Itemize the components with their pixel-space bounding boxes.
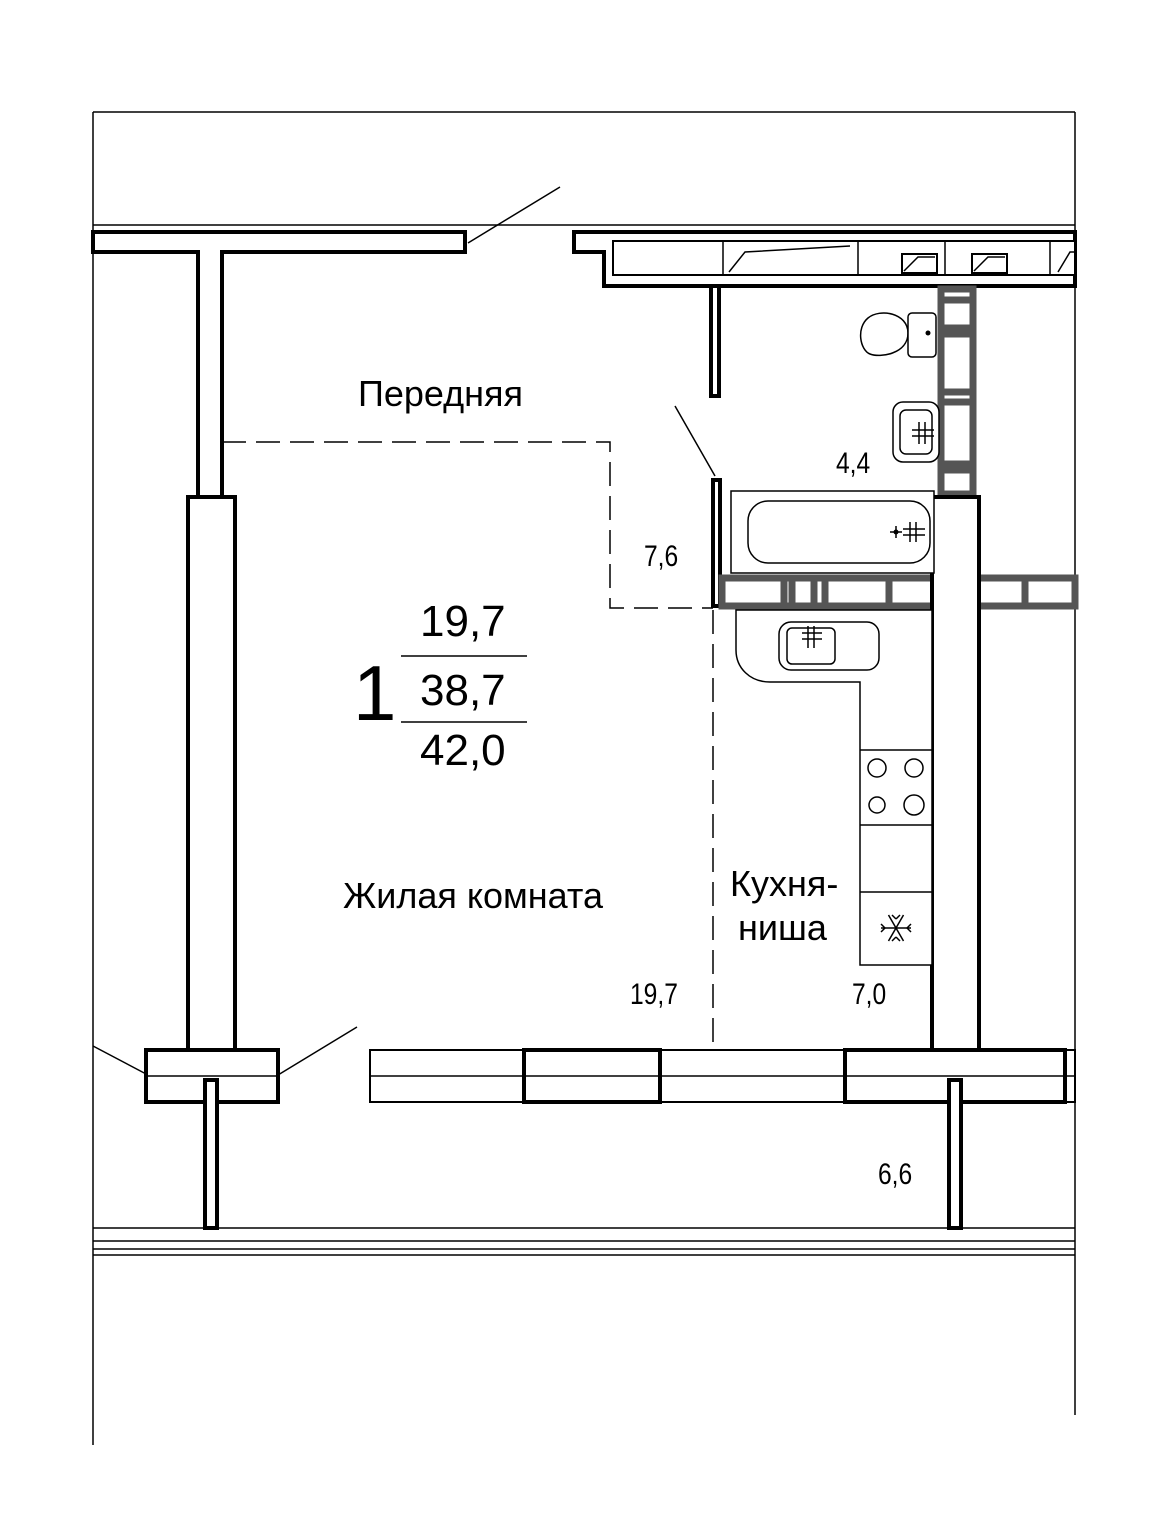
balcony-door-left: [92, 1045, 149, 1076]
kitchen-label-line1: Кухня-: [730, 863, 839, 904]
total-area-without-balcony: 38,7: [420, 666, 506, 715]
living-area-value: 19,7: [420, 597, 506, 646]
washbasin-icon: [892, 401, 940, 463]
bathroom-area: 4,4: [836, 447, 871, 480]
kitchen-label-line2: ниша: [738, 907, 827, 948]
bathroom-door: [674, 405, 716, 477]
block-partition-horizontal: [718, 574, 1079, 610]
kitchen-sink-icon: [778, 621, 880, 671]
balcony-post-right: [947, 1078, 963, 1230]
hallway-label: Передняя: [358, 373, 524, 414]
entrance-door: [467, 186, 561, 244]
balcony-post-left: [203, 1078, 219, 1230]
top-right-wall: [572, 230, 1077, 288]
balcony-area: 6,6: [878, 1158, 913, 1191]
building-outline: [92, 111, 1076, 1445]
bathroom-partition: [709, 284, 721, 398]
rooms-count: 1: [353, 649, 397, 737]
top-left-wall: [91, 186, 561, 499]
living-room-area: 19,7: [630, 978, 678, 1011]
total-area: 42,0: [420, 726, 506, 775]
balcony-door-right: [277, 1026, 358, 1076]
toilet-icon: [859, 312, 937, 358]
block-partition-vertical: [937, 285, 977, 498]
hallway-area: 7,6: [644, 540, 679, 573]
right-column: [930, 495, 981, 1082]
living-room-label: Жилая комната: [343, 875, 604, 916]
kitchen-area: 7,0: [852, 978, 887, 1011]
bathtub-icon: [730, 490, 935, 574]
hallway-boundary: [222, 441, 713, 609]
snowflake-icon: [880, 914, 912, 942]
window-wall: [144, 1048, 1076, 1104]
bathroom-door-jamb: [711, 478, 722, 608]
stove-icon: [867, 758, 925, 816]
left-column: [186, 495, 237, 1082]
kitchen-counter: [735, 609, 933, 966]
